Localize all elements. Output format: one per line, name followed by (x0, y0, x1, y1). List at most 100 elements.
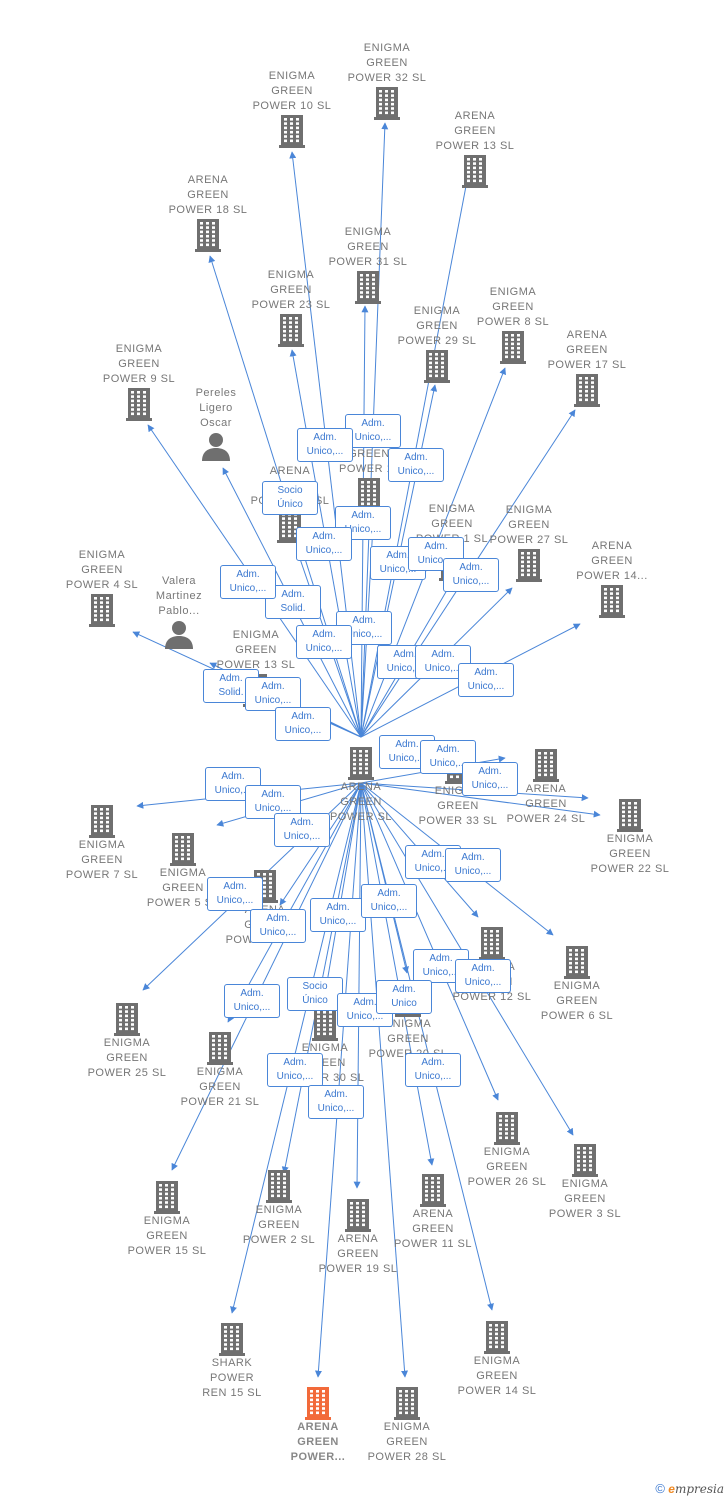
node-label: ENIGMA GREEN POWER 22 SL (590, 833, 670, 875)
company-node[interactable]: ENIGMA GREEN POWER 21 SL (165, 1031, 275, 1110)
node-label: ARENA GREEN POWER 14... (576, 540, 648, 582)
node-label: ENIGMA GREEN POWER 27 SL (489, 504, 569, 546)
node-label: ENIGMA GREEN POWER 6 SL (540, 980, 614, 1022)
relation-label[interactable]: Adm. Unico,... (267, 1053, 323, 1087)
relation-label[interactable]: Adm. Unico,... (250, 909, 306, 943)
relation-label[interactable]: Adm. Unico,... (224, 984, 280, 1018)
relation-label[interactable]: Adm. Unico,... (458, 663, 514, 697)
relation-label[interactable]: Adm. Unico,... (245, 677, 301, 711)
relation-label[interactable]: Adm. Unico,... (361, 884, 417, 918)
company-node[interactable]: ARENA GREEN POWER 11 SL (378, 1173, 488, 1252)
relation-label[interactable]: Adm. Unico,... (296, 527, 352, 561)
building-icon (442, 1320, 552, 1354)
building-icon (153, 218, 263, 252)
company-node[interactable]: ENIGMA GREEN POWER 25 SL (72, 1002, 182, 1081)
company-node[interactable]: ENIGMA GREEN POWER 6 SL (522, 945, 632, 1024)
relation-label[interactable]: Adm. Unico,... (462, 762, 518, 796)
edge-arrow (360, 782, 409, 1378)
node-label: ARENA GREEN POWER 11 SL (393, 1208, 473, 1250)
building-icon (313, 270, 423, 304)
company-node[interactable]: ARENA GREEN POWER 24 SL (491, 748, 601, 827)
company-node[interactable]: ENIGMA GREEN POWER 14 SL (442, 1320, 552, 1399)
relation-label[interactable]: Adm. Unico,... (308, 1085, 364, 1119)
building-icon (306, 746, 416, 780)
company-node[interactable]: ENIGMA GREEN POWER 7 SL (47, 804, 157, 883)
relation-label[interactable]: Adm. Unico,... (445, 848, 501, 882)
node-label: ARENA GREEN POWER 17 SL (547, 329, 627, 371)
company-node[interactable]: ARENA GREEN POWER 18 SL (153, 173, 263, 252)
relation-label[interactable]: Socio Único (262, 481, 318, 515)
building-icon (332, 86, 442, 120)
node-label: ENIGMA GREEN POWER 32 SL (347, 42, 427, 84)
relation-label[interactable]: Adm. Unico,... (207, 877, 263, 911)
building-icon (458, 330, 568, 364)
highlighted-company-node[interactable]: ARENA GREEN POWER... (263, 1386, 373, 1465)
center-company-node[interactable]: ARENA GREEN POWER SL (306, 746, 416, 825)
company-node[interactable]: ENIGMA GREEN POWER 28 SL (352, 1386, 462, 1465)
building-icon (532, 373, 642, 407)
building-icon (112, 1180, 222, 1214)
company-node[interactable]: ENIGMA GREEN POWER 27 SL (474, 503, 584, 582)
edge-arrow (360, 782, 499, 1101)
edge-arrow (360, 782, 601, 818)
company-node[interactable]: Valera Martinez Pablo... (124, 574, 234, 649)
building-icon (420, 154, 530, 188)
node-label: ENIGMA GREEN POWER 2 SL (242, 1204, 316, 1246)
node-label: ARENA GREEN POWER 18 SL (168, 174, 248, 216)
node-label: ENIGMA GREEN POWER 14 SL (457, 1355, 537, 1397)
node-label: ENIGMA GREEN POWER 9 SL (102, 343, 176, 385)
company-node[interactable]: Pereles Ligero Oscar (161, 386, 271, 461)
company-node[interactable]: ENIGMA GREEN POWER 3 SL (530, 1143, 640, 1222)
node-label: ENIGMA GREEN POWER 4 SL (65, 549, 139, 591)
relation-label[interactable]: Adm. Unico,... (297, 428, 353, 462)
building-icon (474, 548, 584, 582)
building-icon (165, 1031, 275, 1065)
node-label: ARENA GREEN POWER 24 SL (506, 783, 586, 825)
company-node[interactable]: ARENA GREEN POWER 14... (557, 539, 667, 618)
company-node[interactable]: ENIGMA GREEN POWER 2 SL (224, 1169, 334, 1248)
relation-label[interactable]: Adm. Unico,... (310, 898, 366, 932)
company-node[interactable]: ENIGMA GREEN POWER 32 SL (332, 41, 442, 120)
company-node[interactable]: ENIGMA GREEN POWER 15 SL (112, 1180, 222, 1259)
node-label: ENIGMA GREEN POWER 13 SL (216, 629, 296, 671)
company-node[interactable]: ENIGMA GREEN POWER 9 SL (84, 342, 194, 421)
node-label: SHARK POWER REN 15 SL (202, 1357, 262, 1399)
person-icon (124, 619, 234, 649)
building-icon (557, 584, 667, 618)
relation-label[interactable]: Adm. Unico,... (275, 707, 331, 741)
relation-label[interactable]: Adm. Unico,... (405, 1053, 461, 1087)
company-node[interactable]: ENIGMA GREEN POWER 23 SL (236, 268, 346, 347)
building-icon (270, 1007, 380, 1041)
relation-label[interactable]: Adm. Unico,... (388, 448, 444, 482)
relation-label[interactable]: Adm. Unico,... (345, 414, 401, 448)
company-node[interactable]: ENIGMA GREEN POWER 29 SL (382, 304, 492, 383)
relation-label[interactable]: Adm. Unico,... (220, 565, 276, 599)
company-node[interactable]: ENIGMA GREEN POWER 10 SL (237, 69, 347, 148)
relation-label[interactable]: Adm. Unico,... (274, 813, 330, 847)
relation-label[interactable]: Adm. Solid. (265, 585, 321, 619)
company-node[interactable]: ENIGMA GREEN POWER 8 SL (458, 285, 568, 364)
node-label: Valera Martinez Pablo... (155, 575, 203, 617)
relation-label[interactable]: Adm. Unico,... (455, 959, 511, 993)
node-label: ARENA GREEN POWER SL (329, 781, 393, 823)
node-label: Pereles Ligero Oscar (195, 387, 237, 429)
building-icon (224, 1169, 334, 1203)
relation-label[interactable]: Adm. Unico,... (443, 558, 499, 592)
building-icon (72, 1002, 182, 1036)
company-node[interactable]: ENIGMA GREEN POWER 22 SL (575, 798, 685, 877)
relation-label[interactable]: Adm. Unico,... (296, 625, 352, 659)
building-icon (237, 114, 347, 148)
company-node[interactable]: ARENA GREEN POWER 13 SL (420, 109, 530, 188)
company-node[interactable]: ARENA GREEN POWER 19 SL (303, 1198, 413, 1277)
building-icon (128, 832, 238, 866)
company-node[interactable]: SHARK POWER REN 15 SL (177, 1322, 287, 1401)
relation-label[interactable]: Adm. Unico (376, 980, 432, 1014)
node-label: ENIGMA GREEN POWER 21 SL (180, 1066, 260, 1108)
company-node[interactable]: ARENA GREEN POWER 17 SL (532, 328, 642, 407)
company-node[interactable]: ENIGMA GREEN POWER 26 SL (452, 1111, 562, 1190)
building-icon (84, 387, 194, 421)
company-node[interactable]: ENIGMA GREEN POWER 4 SL (47, 548, 157, 627)
brand-e-logo: e (668, 1482, 675, 1496)
company-node[interactable]: ENIGMA GREEN POWER 31 SL (313, 225, 423, 304)
relation-label[interactable]: Socio Único (287, 977, 343, 1011)
